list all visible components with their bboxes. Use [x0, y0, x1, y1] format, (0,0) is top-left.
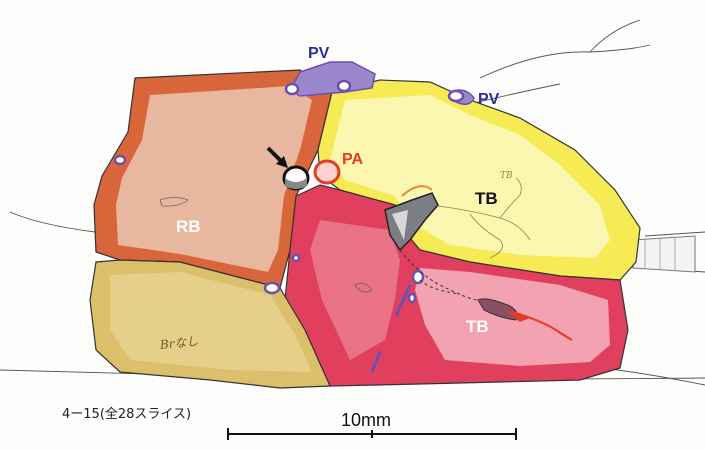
scale-label: 10mm	[341, 410, 391, 431]
label-tb-sketch: TB	[500, 171, 513, 181]
label-tb-lower: TB	[466, 317, 489, 336]
label-pa: PA	[342, 151, 363, 168]
bronchus-cut	[284, 167, 308, 189]
pa-artery	[315, 161, 339, 183]
label-pv-right: PV	[478, 91, 500, 108]
label-pv-top: PV	[308, 45, 330, 62]
label-tb-upper: TB	[475, 189, 498, 208]
slice-caption: 4ー15(全28スライス)	[62, 403, 191, 422]
label-rb: RB	[176, 217, 201, 236]
